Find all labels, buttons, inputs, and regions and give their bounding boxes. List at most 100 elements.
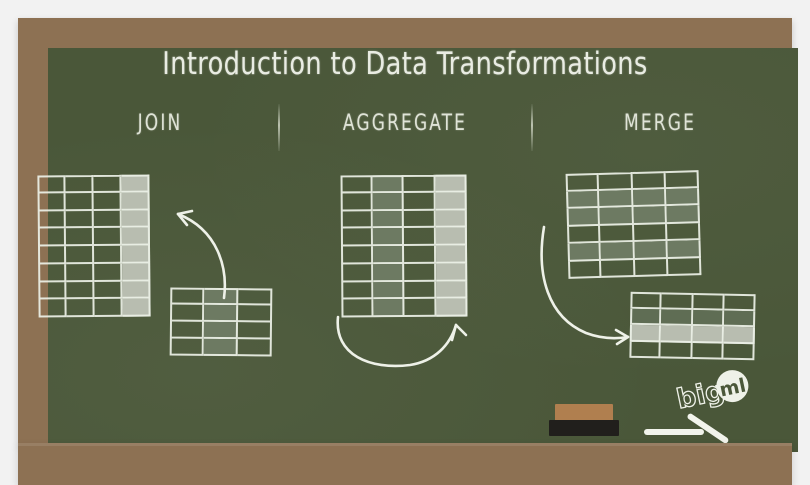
- table-cell: [435, 263, 468, 282]
- table-cell: [94, 299, 123, 317]
- table-cell: [565, 172, 600, 192]
- table-cell: [372, 192, 404, 211]
- table-cell: [340, 228, 373, 247]
- table-cell: [38, 281, 67, 300]
- table-cell: [435, 245, 468, 264]
- section-header-aggregate: AGGREGATE: [342, 111, 468, 136]
- table-cell: [237, 305, 273, 323]
- bigml-logo-circle: [716, 370, 749, 403]
- table-cell: [203, 321, 238, 340]
- section-divider-2: [531, 104, 533, 151]
- table-cell: [93, 192, 122, 211]
- table-cell: [666, 222, 701, 242]
- table-cell: [37, 175, 66, 194]
- bigml-logo-mark: ml: [718, 375, 748, 402]
- table-cell: [666, 205, 700, 224]
- table-cell: [65, 210, 94, 229]
- table-cell: [93, 174, 122, 193]
- section-divider-1: [278, 104, 280, 151]
- table-cell: [404, 281, 436, 300]
- table-cell: [435, 227, 467, 246]
- table-cell: [38, 263, 67, 282]
- table-cell: [372, 263, 405, 282]
- table-cell: [691, 342, 724, 360]
- table-cell: [372, 246, 405, 264]
- table-cell: [598, 172, 633, 191]
- eraser-top: [555, 404, 613, 421]
- page-title: Introduction to Data Transformations: [162, 46, 648, 82]
- table-cell: [566, 190, 600, 209]
- table-cell: [66, 299, 95, 318]
- table-cell: [121, 245, 151, 264]
- table-cell: [121, 210, 150, 229]
- table-cell: [340, 210, 373, 229]
- table-cell: [93, 210, 122, 229]
- table-cell: [404, 245, 436, 264]
- table-cell: [667, 257, 702, 277]
- table-cell: [66, 246, 95, 264]
- table-cell: [632, 188, 667, 208]
- table-cell: [667, 240, 701, 259]
- table-cell: [660, 341, 693, 359]
- chalk-stick-horizontal: [644, 429, 704, 435]
- table-cell: [237, 322, 272, 340]
- table-cell: [341, 281, 373, 300]
- table-cell: [372, 281, 405, 300]
- table-cell: [403, 192, 436, 211]
- aggregate-arrow-icon: [336, 315, 468, 368]
- table-cell: [94, 281, 123, 300]
- table-cell: [37, 210, 66, 229]
- table-cell: [237, 339, 272, 357]
- table-cell: [340, 192, 373, 211]
- table-cell: [37, 192, 66, 211]
- table-cell: [372, 175, 404, 193]
- bigml-logo: big ml: [673, 364, 756, 419]
- ledge-highlight: [18, 443, 792, 446]
- aggregate-table: [340, 174, 468, 318]
- table-cell: [238, 288, 273, 306]
- table-cell: [435, 174, 467, 193]
- table-cell: [435, 192, 467, 211]
- eraser-body: [549, 420, 619, 436]
- table-cell: [692, 326, 724, 344]
- table-cell: [723, 343, 755, 361]
- table-cell: [341, 246, 373, 265]
- table-cell: [203, 338, 238, 357]
- table-cell: [403, 174, 436, 193]
- table-cell: [65, 192, 94, 211]
- table-cell: [340, 175, 373, 194]
- table-cell: [38, 299, 67, 318]
- table-cell: [435, 281, 468, 300]
- table-cell: [121, 174, 150, 193]
- table-cell: [66, 263, 95, 282]
- table-cell: [724, 293, 756, 311]
- table-cell: [170, 304, 205, 322]
- table-cell: [122, 263, 151, 282]
- table-cell: [632, 171, 666, 190]
- table-cell: [122, 281, 151, 300]
- table-cell: [665, 187, 700, 207]
- table-cell: [372, 210, 404, 229]
- merge-arrow-icon: [540, 225, 630, 346]
- table-cell: [661, 292, 694, 310]
- table-cell: [633, 206, 667, 225]
- table-cell: [435, 210, 467, 229]
- table-cell: [723, 326, 755, 344]
- section-header-merge: MERGE: [624, 111, 696, 136]
- table-cell: [94, 245, 123, 264]
- table-cell: [37, 228, 67, 247]
- table-cell: [403, 210, 436, 229]
- table-cell: [38, 246, 67, 265]
- table-cell: [661, 308, 693, 326]
- table-cell: [65, 228, 94, 247]
- section-header-join: JOIN: [137, 111, 183, 136]
- table-cell: [66, 281, 95, 300]
- table-cell: [599, 207, 634, 226]
- table-cell: [204, 304, 239, 323]
- table-cell: [121, 192, 150, 211]
- table-cell: [372, 228, 404, 247]
- table-cell: [403, 228, 436, 246]
- table-cell: [65, 175, 94, 193]
- join-large-table: [37, 174, 151, 318]
- table-cell: [723, 310, 756, 328]
